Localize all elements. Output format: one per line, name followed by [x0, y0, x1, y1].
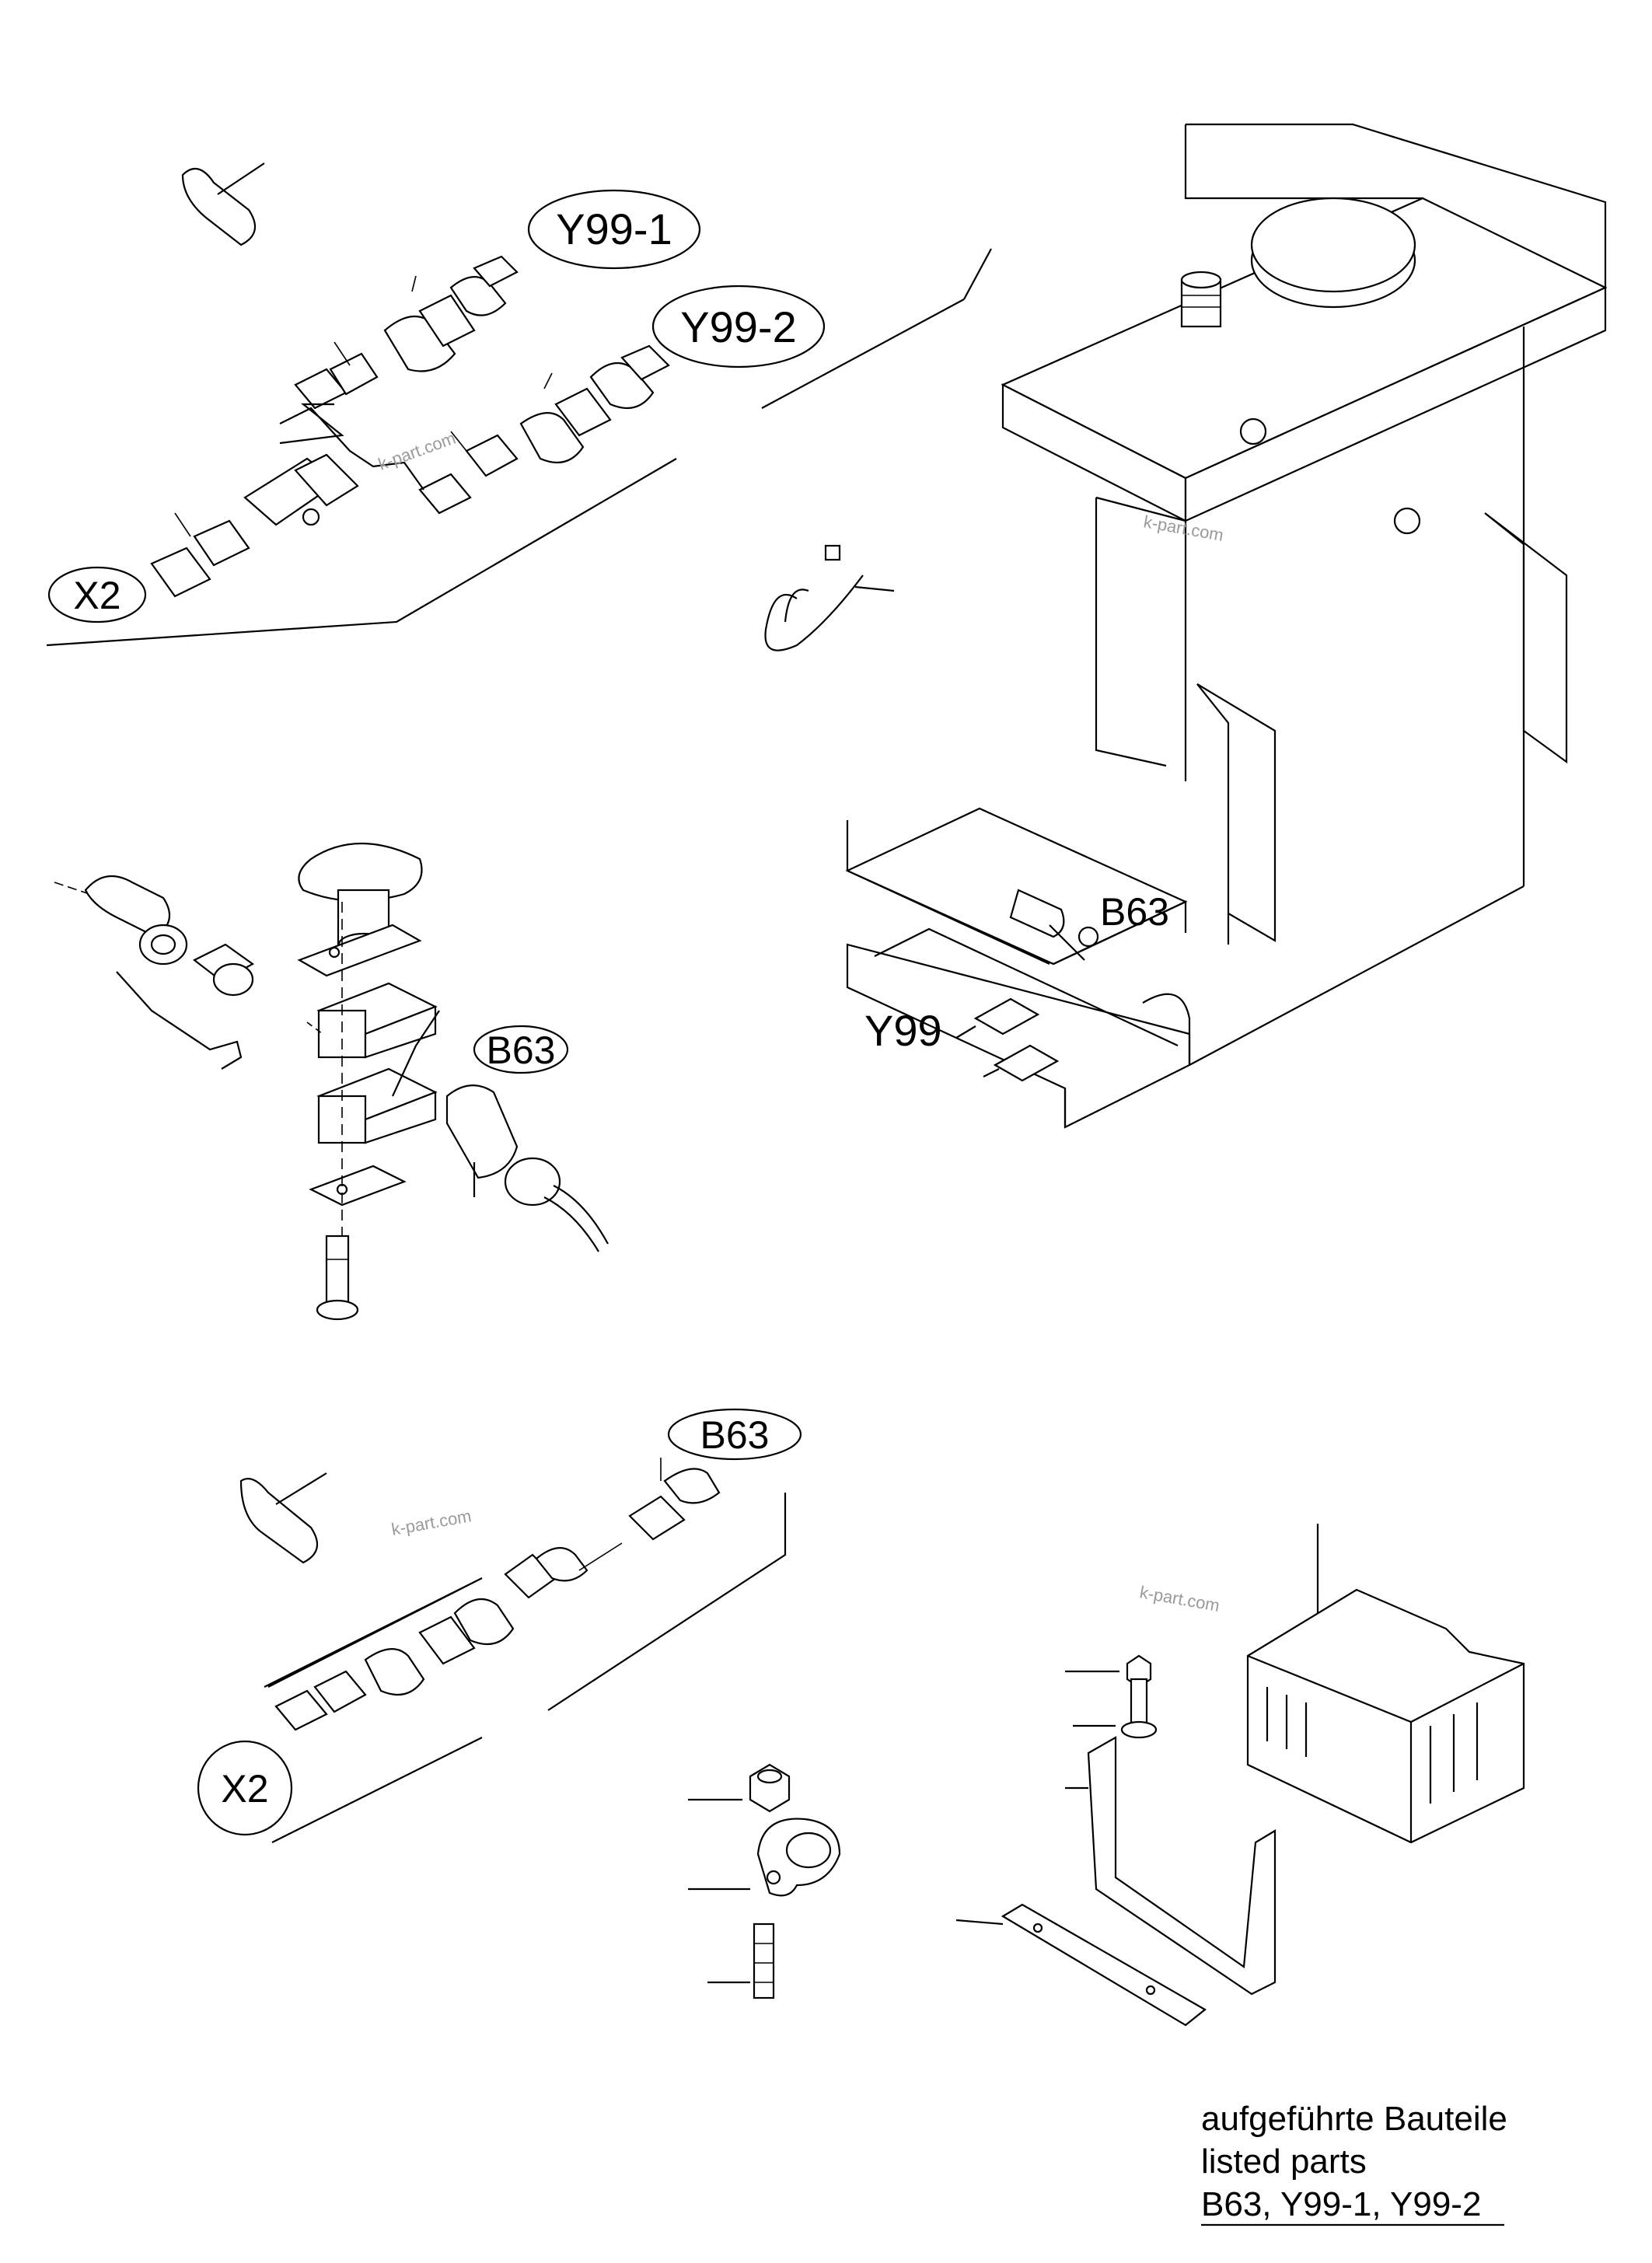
callout-b63-middle: B63	[487, 1028, 556, 1072]
callout-b63-middle-oval	[473, 1025, 569, 1074]
callout-x2-bottom: X2	[221, 1767, 268, 1811]
bottom-left-assembly: B63 X2 k-part.com	[197, 1408, 802, 1843]
callout-y99-1: Y99-1	[556, 204, 672, 253]
top-left-assembly: Y99-1 Y99-2 X2 k-part.com	[46, 162, 992, 647]
bracket-assembly: k-part.com	[955, 1524, 1525, 2027]
callout-y99-2: Y99-2	[680, 302, 796, 351]
note-line-1: aufgeführte Bauteile	[1201, 2100, 1507, 2138]
clip-assembly	[688, 1763, 841, 1999]
watermark-3: k-part.com	[390, 1506, 473, 1539]
listed-parts-note: aufgeführte Bauteile listed parts B63, Y…	[1201, 2100, 1507, 2226]
callout-x2-top-oval	[47, 566, 147, 623]
callout-y99-2-oval	[651, 285, 826, 368]
callout-y99-1-oval	[527, 189, 701, 270]
clamp-assembly: B63	[54, 843, 609, 1321]
callout-b63-bottom: B63	[700, 1413, 770, 1457]
note-line-2: listed parts	[1201, 2143, 1367, 2181]
machine-body: B63 Y99 k-part.com	[764, 123, 1608, 1129]
note-line-3: B63, Y99-1, Y99-2	[1201, 2185, 1481, 2223]
callout-y99-machine: Y99	[864, 1006, 942, 1055]
callout-b63-bottom-oval	[667, 1408, 802, 1461]
watermark-1: k-part.com	[375, 428, 458, 474]
callout-x2-top: X2	[73, 574, 120, 617]
watermark-4: k-part.com	[1138, 1582, 1221, 1615]
callout-b63-machine: B63	[1100, 890, 1169, 934]
callout-x2-bottom-oval	[197, 1740, 293, 1836]
